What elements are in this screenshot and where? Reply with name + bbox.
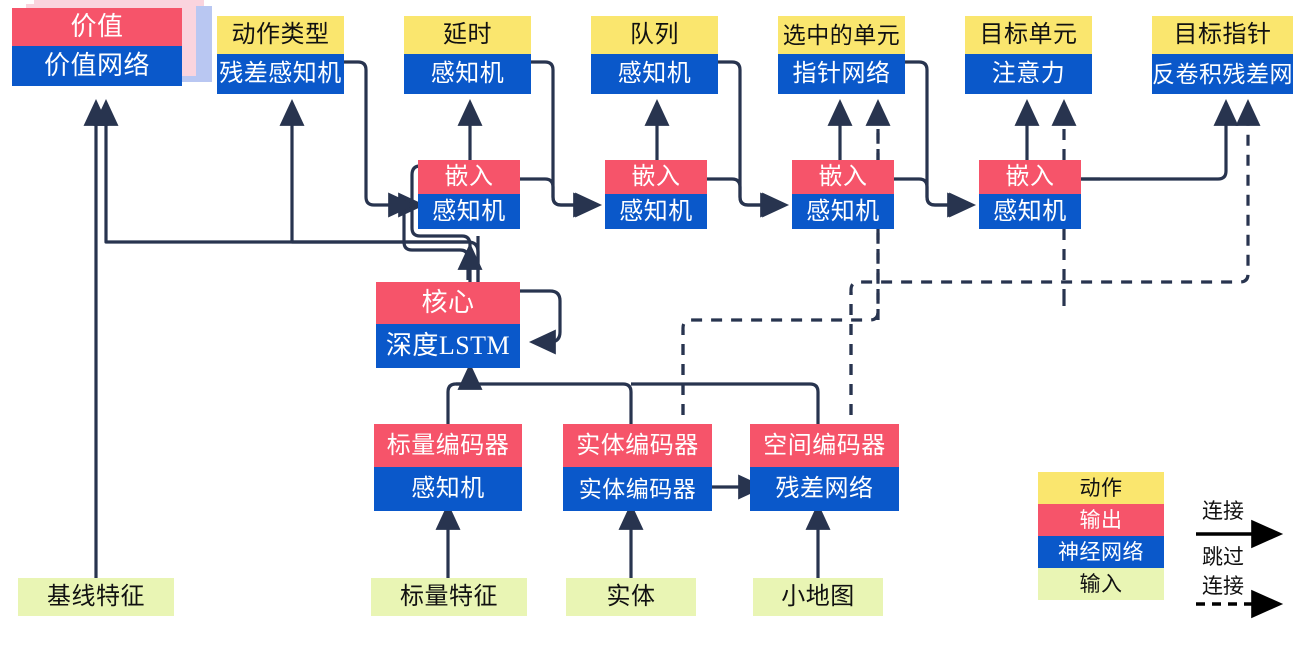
legend-connection-label: 连接 [1202,499,1244,523]
node-input-entities[interactable]: 实体 [566,578,696,616]
node-embed-1[interactable]: 嵌入 感知机 [418,160,520,229]
node-scalar-encoder-network: 感知机 [374,467,522,511]
node-input-scalar-features[interactable]: 标量特征 [371,578,527,616]
node-spatial-encoder-output: 空间编码器 [750,424,899,467]
node-embed-4-output: 嵌入 [979,160,1081,194]
node-value-network: 价值网络 [12,46,182,86]
node-action-type-action: 动作类型 [217,16,344,54]
node-embed-2[interactable]: 嵌入 感知机 [605,160,707,229]
node-input-minimap[interactable]: 小地图 [753,578,883,616]
node-queue[interactable]: 队列 感知机 [591,16,718,94]
node-embed-3[interactable]: 嵌入 感知机 [792,160,894,229]
legend-swatch-output: 输出 [1038,504,1164,536]
node-target-unit-network: 注意力 [965,54,1092,94]
node-input-baseline-features[interactable]: 基线特征 [18,578,174,616]
node-entity-encoder-output: 实体编码器 [563,424,712,467]
node-embed-2-output: 嵌入 [605,160,707,194]
node-entity-encoder-network: 实体编码器 [563,467,712,511]
node-scalar-encoder-output: 标量编码器 [374,424,522,467]
node-spatial-encoder-network: 残差网络 [750,467,899,511]
node-embed-3-network: 感知机 [792,194,894,229]
node-delay-network: 感知机 [404,54,531,94]
node-entity-encoder[interactable]: 实体编码器 实体编码器 [563,424,712,511]
node-embed-2-network: 感知机 [605,194,707,229]
node-embed-3-output: 嵌入 [792,160,894,194]
node-core-network: 深度LSTM [376,324,520,368]
node-action-type-network: 残差感知机 [217,54,344,94]
node-delay[interactable]: 延时 感知机 [404,16,531,94]
node-queue-action: 队列 [591,16,718,54]
legend-swatches: 动作 输出 神经网络 输入 [1038,472,1164,600]
node-selected-units[interactable]: 选中的单元 指针网络 [778,16,905,94]
node-core-output: 核心 [376,282,520,324]
node-selected-units-action: 选中的单元 [778,16,905,54]
node-target-unit-action: 目标单元 [965,16,1092,54]
legend-swatch-input: 输入 [1038,568,1164,600]
node-embed-4[interactable]: 嵌入 感知机 [979,160,1081,229]
node-core[interactable]: 核心 深度LSTM [376,282,520,368]
node-selected-units-network: 指针网络 [778,54,905,94]
legend-swatch-action: 动作 [1038,472,1164,504]
node-value-action: 价值 [12,8,182,46]
node-target-point-action: 目标指针 [1152,16,1293,54]
node-scalar-encoder[interactable]: 标量编码器 感知机 [374,424,522,511]
legend-swatch-network: 神经网络 [1038,536,1164,568]
node-embed-1-network: 感知机 [418,194,520,229]
node-target-point-network: 反卷积残差网 [1152,54,1293,94]
node-delay-action: 延时 [404,16,531,54]
node-action-type[interactable]: 动作类型 残差感知机 [217,16,344,94]
node-value[interactable]: 价值 价值网络 [12,0,212,86]
node-queue-network: 感知机 [591,54,718,94]
node-target-unit[interactable]: 目标单元 注意力 [965,16,1092,94]
legend-skip-label-line2: 连接 [1202,574,1244,598]
node-embed-4-network: 感知机 [979,194,1081,229]
legend-skip-label-line1: 跳过 [1202,545,1244,569]
node-target-point[interactable]: 目标指针 反卷积残差网 [1152,16,1293,94]
node-spatial-encoder[interactable]: 空间编码器 残差网络 [750,424,899,511]
node-embed-1-output: 嵌入 [418,160,520,194]
